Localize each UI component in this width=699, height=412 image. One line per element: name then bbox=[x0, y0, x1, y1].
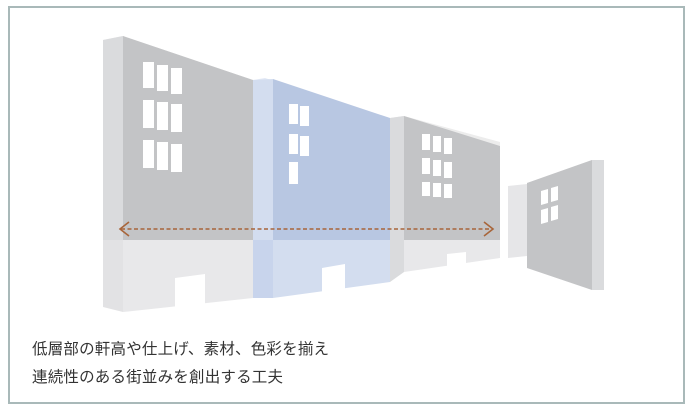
building-mid-side bbox=[390, 116, 404, 282]
building-right-windows bbox=[541, 186, 558, 224]
building-left-front bbox=[123, 36, 253, 240]
building-mid-windows bbox=[422, 134, 452, 198]
caption: 低層部の軒高や仕上げ、素材、色彩を揃え 連続性のある街並みを創出する工夫 bbox=[32, 335, 329, 391]
building-blue-front bbox=[273, 79, 390, 240]
building-blue-door bbox=[322, 264, 345, 296]
caption-line-2: 連続性のある街並みを創出する工夫 bbox=[32, 368, 284, 386]
building-mid bbox=[390, 116, 500, 282]
building-left-podium-front bbox=[123, 240, 253, 312]
building-left-podium-side bbox=[103, 240, 123, 312]
building-right-side bbox=[592, 160, 604, 290]
building-blue bbox=[253, 78, 390, 298]
building-left bbox=[103, 36, 253, 312]
building-left-side bbox=[103, 36, 123, 300]
building-right-front bbox=[527, 160, 592, 290]
building-left-door bbox=[175, 274, 205, 312]
building-connector bbox=[508, 184, 527, 258]
continuity-arrow bbox=[118, 221, 495, 237]
building-mid-door bbox=[447, 252, 466, 267]
building-blue-podium-side bbox=[253, 240, 273, 298]
building-blue-windows bbox=[289, 104, 309, 184]
building-left-windows bbox=[143, 62, 182, 172]
building-right bbox=[527, 160, 604, 290]
arrow-head-left bbox=[118, 221, 130, 237]
arrow-head-right bbox=[483, 221, 495, 237]
caption-line-1: 低層部の軒高や仕上げ、素材、色彩を揃え bbox=[32, 340, 330, 358]
